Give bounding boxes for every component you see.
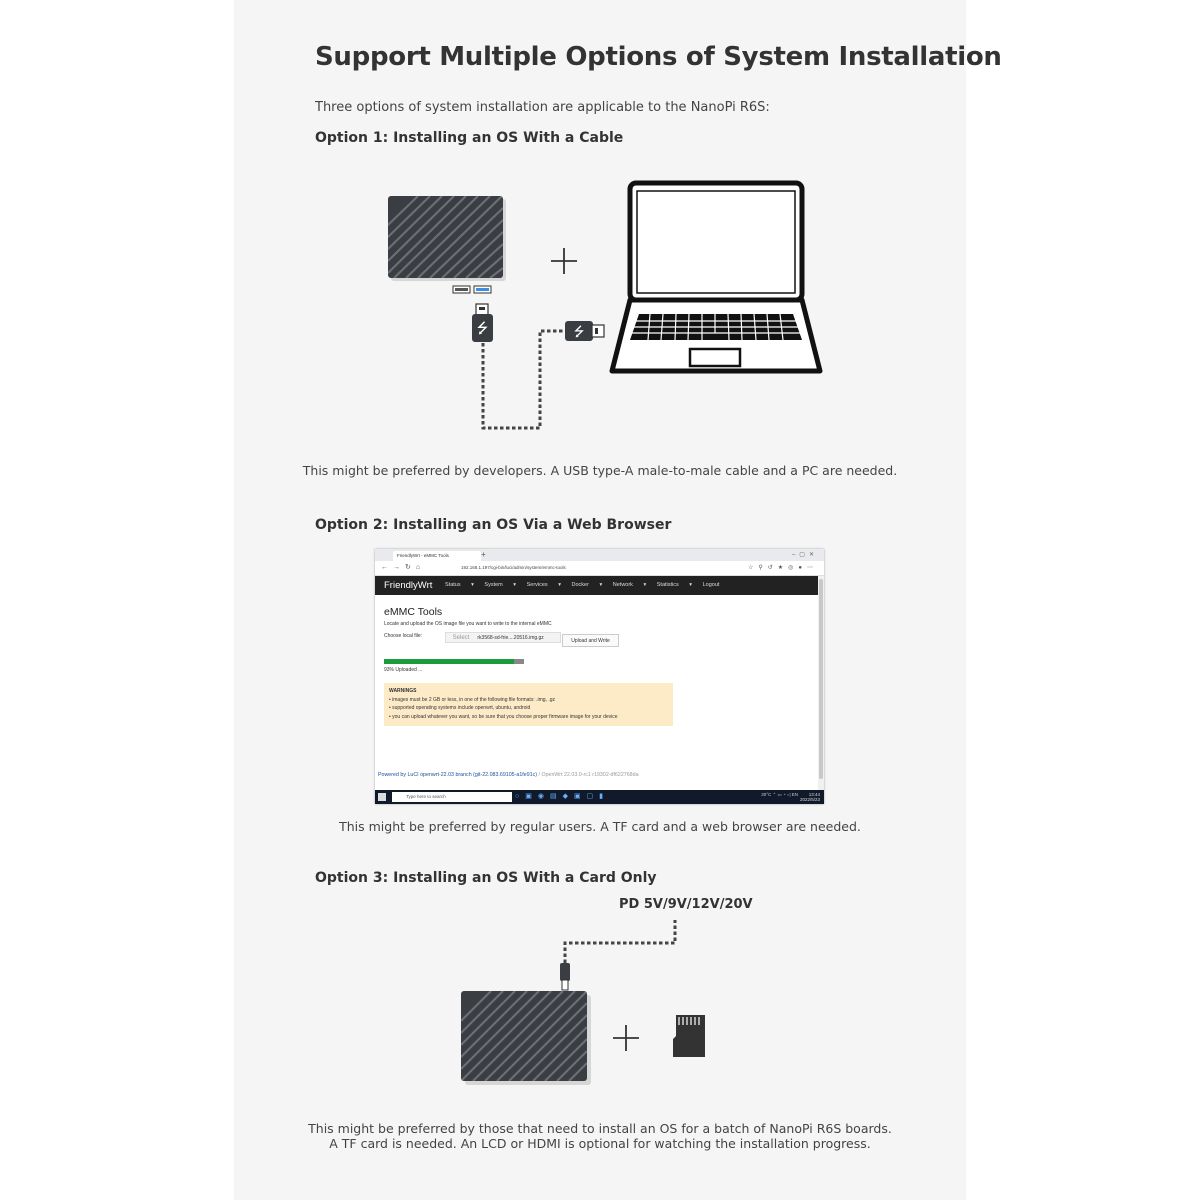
file-input[interactable]: Select rk3568-sd-frie....20516.img.gz xyxy=(445,632,561,643)
browser-screenshot: FriendlyWrt - eMMC Tools + –▢✕ ←→↻⌂ 192.… xyxy=(375,549,824,804)
option-3-illustration xyxy=(461,920,705,1085)
option-1-illustration: ⭍ ⭍ xyxy=(388,180,823,430)
upload-progress-text: 93% Uploaded ... xyxy=(384,667,423,673)
menu-docker[interactable]: Docker ▾ xyxy=(571,582,603,588)
system-tray: 30°C ⌃ ▭ ◔ ◁ EN xyxy=(761,792,798,797)
menu-network[interactable]: Network ▾ xyxy=(612,582,647,588)
select-file-button[interactable]: Select xyxy=(452,635,470,641)
option-3-caption: This might be preferred by those that ne… xyxy=(234,1121,966,1151)
file-name: rk3568-sd-frie....20516.img.gz xyxy=(477,635,544,641)
option-3-title: Option 3: Installing an OS With a Card O… xyxy=(315,870,657,886)
laptop-icon xyxy=(609,180,823,374)
menu-statistics[interactable]: Statistics ▾ xyxy=(656,582,693,588)
url-field[interactable]: 192.168.1.197/cgi-bin/luci/admin/system/… xyxy=(461,565,566,570)
plus-icon xyxy=(551,248,577,274)
footer-version: / OpenWrt 22.03.0-rc1 r19302-df622768da xyxy=(538,772,639,778)
svg-text:⭍: ⭍ xyxy=(574,325,585,340)
tf-card-icon xyxy=(673,1015,705,1057)
power-delivery-label: PD 5V/9V/12V/20V xyxy=(619,897,753,912)
browser-toolbar-icons[interactable]: ☆⚲↺★◎●⋯ xyxy=(747,565,818,571)
warnings-title: WARNINGS xyxy=(389,688,417,694)
window-controls-icon[interactable]: –▢✕ xyxy=(791,552,818,558)
warnings-box: WARNINGS • images must be 2 GB or less, … xyxy=(384,683,673,726)
upload-progress-bar xyxy=(384,659,524,664)
browser-tab-bar: FriendlyWrt - eMMC Tools + –▢✕ xyxy=(375,549,824,561)
option-2-caption: This might be preferred by regular users… xyxy=(339,819,861,834)
warning-item: • you can upload whatever you want, so b… xyxy=(389,713,618,720)
luci-navbar: FriendlyWrt Status ▾ System ▾ Services ▾… xyxy=(375,576,818,595)
scrollbar-thumb[interactable] xyxy=(819,579,823,779)
taskbar-search-input[interactable]: Type here to search xyxy=(392,792,512,802)
menu-status[interactable]: Status ▾ xyxy=(445,582,474,588)
upload-and-write-button[interactable]: Upload and Write xyxy=(562,634,619,647)
taskbar-app-icons[interactable]: ○▣◉▤◆▣▢▮ xyxy=(515,793,610,800)
plus-icon xyxy=(613,1025,639,1051)
footer-luci-link[interactable]: Powered by LuCI openwrt-22.03 branch (gi… xyxy=(378,772,538,778)
usb-ports-icon xyxy=(452,285,492,294)
scrollbar[interactable] xyxy=(818,576,824,790)
option-1-caption: This might be preferred by developers. A… xyxy=(302,463,898,478)
windows-start-icon[interactable] xyxy=(378,793,386,801)
nanopi-device-icon xyxy=(461,991,587,1081)
menu-system[interactable]: System ▾ xyxy=(484,582,517,588)
brand-logo[interactable]: FriendlyWrt xyxy=(384,580,433,591)
option-2-title: Option 2: Installing an OS Via a Web Bro… xyxy=(315,517,672,533)
tab-title: FriendlyWrt - eMMC Tools xyxy=(397,553,449,558)
new-tab-icon[interactable]: + xyxy=(481,550,486,559)
svg-text:⭍: ⭍ xyxy=(477,321,489,337)
menu-logout[interactable]: Logout xyxy=(702,582,720,588)
page-footer: Powered by LuCI openwrt-22.03 branch (gi… xyxy=(378,772,639,778)
usb-c-plug-icon xyxy=(560,963,570,991)
nav-buttons-icon[interactable]: ←→↻⌂ xyxy=(381,564,426,571)
usb-plug-icon: ⭍ xyxy=(565,321,605,341)
warning-item: • images must be 2 GB or less, in one of… xyxy=(389,696,555,703)
menu-services[interactable]: Services ▾ xyxy=(526,582,561,588)
option-1-title: Option 1: Installing an OS With a Cable xyxy=(315,130,624,146)
option-3-caption-line-1: This might be preferred by those that ne… xyxy=(308,1121,892,1136)
browser-address-bar: ←→↻⌂ 192.168.1.197/cgi-bin/luci/admin/sy… xyxy=(375,561,824,576)
luci-menu: Status ▾ System ▾ Services ▾ Docker ▾ Ne… xyxy=(445,576,728,595)
upload-progress-fill xyxy=(384,659,515,664)
emmc-description: Locate and upload the OS image file you … xyxy=(384,621,552,627)
warning-item: • supported operating systems include op… xyxy=(389,705,531,711)
intro-text: Three options of system installation are… xyxy=(315,100,770,115)
option-3-caption-line-2: A TF card is needed. An LCD or HDMI is o… xyxy=(329,1136,871,1151)
nanopi-device-icon xyxy=(388,196,503,278)
page-title: Support Multiple Options of System Insta… xyxy=(315,42,1002,72)
choose-file-label: Choose local file: xyxy=(384,633,423,639)
usb-plug-icon: ⭍ xyxy=(472,303,493,342)
windows-taskbar: Type here to search ○▣◉▤◆▣▢▮ 30°C ⌃ ▭ ◔ … xyxy=(375,790,824,804)
browser-tab[interactable]: FriendlyWrt - eMMC Tools xyxy=(393,551,481,561)
emmc-page-title: eMMC Tools xyxy=(384,606,443,618)
